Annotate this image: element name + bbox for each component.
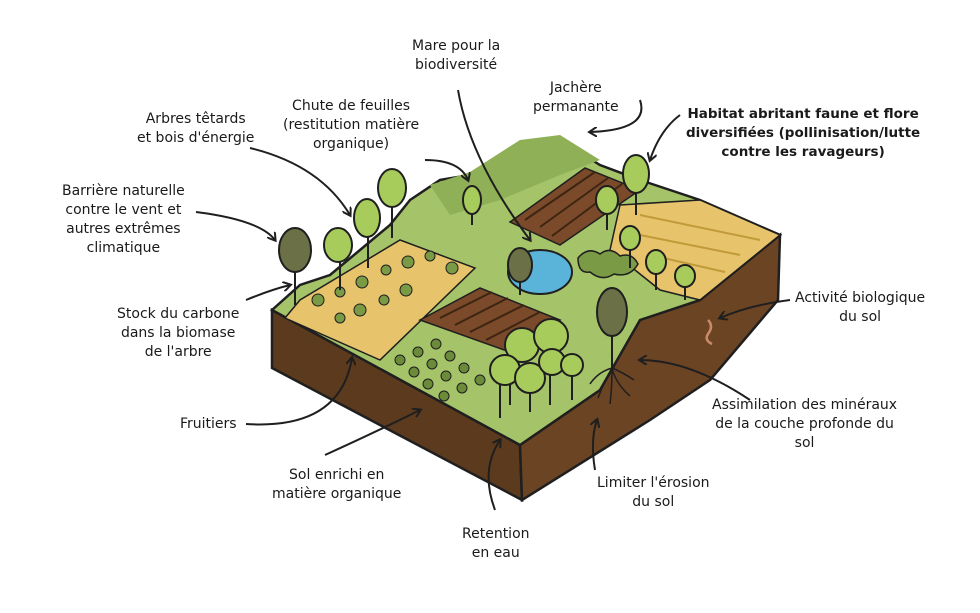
label-barriere-line-2: contre le vent et (65, 202, 182, 218)
trees (278, 154, 696, 418)
label-barriere-line-1: Barrière naturelle (62, 183, 185, 199)
label-mare: Mare pour la biodiversité (412, 37, 500, 75)
label-arbres-tetards-line-1: Arbres têtards (145, 111, 246, 127)
label-sol-enrichi-line-1: Sol enrichi en (289, 467, 385, 483)
label-assimilation: Assimilation des minéraux de la couche p… (712, 396, 897, 453)
label-mare-line-2: biodiversité (415, 57, 498, 73)
label-jachere: Jachère permanante (533, 79, 619, 117)
label-activite-line-2: du sol (839, 309, 882, 325)
label-assimilation-line-2: de la couche profonde du (715, 416, 894, 432)
label-arbres-tetards: Arbres têtards et bois d'énergie (137, 110, 254, 148)
label-limiter: Limiter l'érosion du sol (597, 474, 710, 512)
label-assimilation-line-3: sol (794, 435, 815, 451)
label-retention-line-1: Retention (462, 526, 530, 542)
label-barriere-line-4: climatique (86, 240, 161, 256)
label-stock-carbone-line-3: de l'arbre (144, 344, 212, 360)
label-habitat-line-1: Habitat abritant faune et flore (687, 106, 919, 122)
label-mare-line-1: Mare pour la (412, 38, 501, 54)
label-fruitiers: Fruitiers (180, 415, 237, 434)
label-barriere-line-3: autres extrêmes (66, 221, 181, 237)
label-chute-feuilles-line-1: Chute de feuilles (292, 98, 411, 114)
label-activite-line-1: Activité biologique (795, 290, 926, 306)
label-sol-enrichi-line-2: matière organique (272, 486, 402, 502)
label-assimilation-line-1: Assimilation des minéraux (712, 397, 898, 413)
label-habitat-line-3: contre les ravageurs) (721, 144, 885, 160)
label-stock-carbone: Stock du carbone dans la biomase de l'ar… (117, 305, 239, 362)
label-retention-line-2: en eau (471, 545, 520, 561)
label-habitat-line-2: diversifiées (pollinisation/lutte (686, 125, 921, 141)
arrows (195, 89, 791, 511)
label-jachere-line-2: permanante (533, 99, 619, 115)
label-activite: Activité biologique du sol (795, 289, 925, 327)
roots (589, 367, 635, 405)
label-barriere: Barrière naturelle contre le vent et aut… (62, 182, 185, 258)
label-jachere-line-1: Jachère (549, 80, 602, 96)
label-limiter-line-1: Limiter l'érosion (597, 475, 710, 491)
label-stock-carbone-line-1: Stock du carbone (117, 306, 240, 322)
label-retention: Retention en eau (462, 525, 530, 563)
label-habitat: Habitat abritant faune et flore diversif… (686, 105, 920, 162)
label-chute-feuilles-line-2: (restitution matière (283, 117, 420, 133)
label-limiter-line-2: du sol (632, 494, 675, 510)
label-sol-enrichi: Sol enrichi en matière organique (272, 466, 401, 504)
label-chute-feuilles-line-3: organique) (312, 136, 390, 152)
label-fruitiers-line-1: Fruitiers (180, 416, 237, 432)
label-chute-feuilles: Chute de feuilles (restitution matière o… (283, 97, 419, 154)
label-stock-carbone-line-2: dans la biomase (120, 325, 236, 341)
label-arbres-tetards-line-2: et bois d'énergie (137, 130, 255, 146)
